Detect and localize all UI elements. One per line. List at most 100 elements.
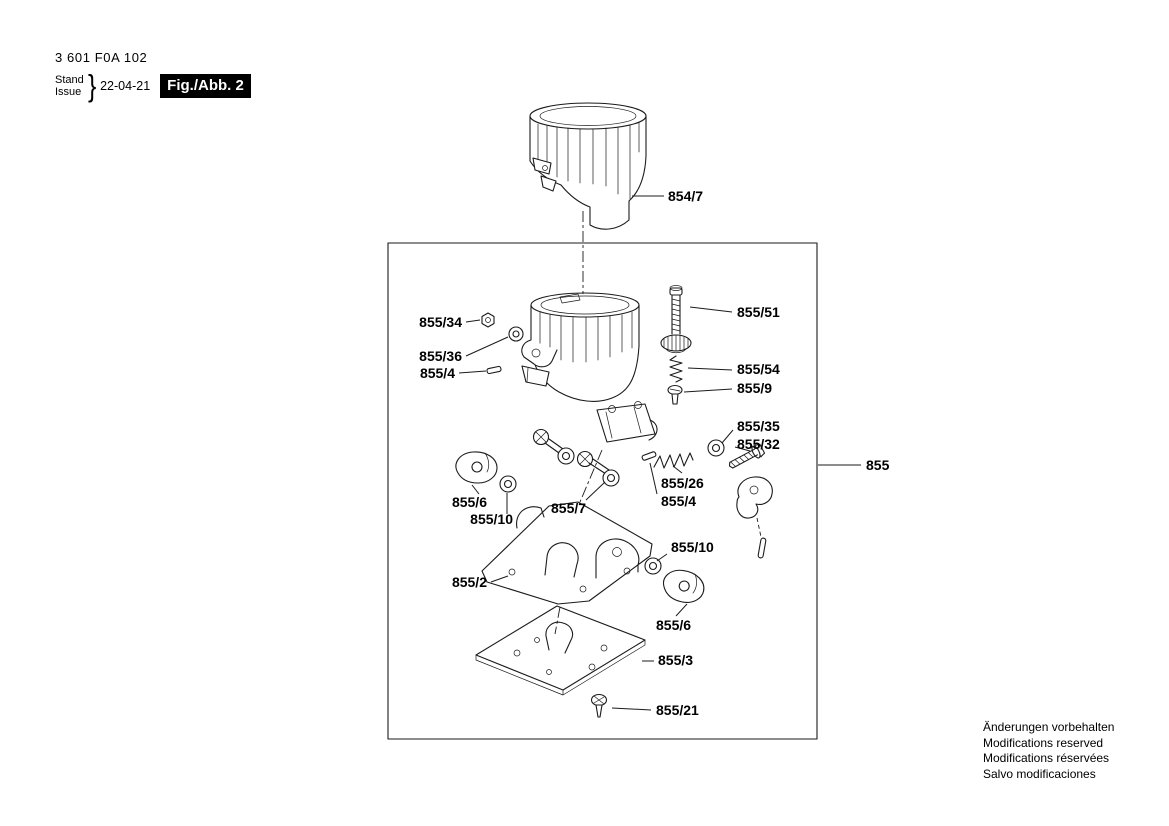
baseplate-hole-d	[588, 663, 596, 671]
clamp-lever-hole	[749, 485, 759, 495]
label-855-21: 855/21	[656, 702, 699, 718]
leader-855-26	[672, 465, 683, 474]
nut-hex	[481, 312, 495, 328]
notice-es: Salvo modificaciones	[983, 766, 1096, 781]
clamp-block-hole-a	[608, 405, 616, 413]
cover-side-walls	[529, 115, 647, 162]
screw-7a-washer	[557, 447, 575, 465]
label-855-36: 855/36	[419, 348, 462, 364]
baseplate-hole-c	[546, 669, 552, 675]
part-cam-855-6-right	[659, 566, 708, 607]
leader-855-9	[683, 388, 733, 393]
housing-ribs	[539, 311, 633, 363]
housing-nut-boss-hole	[531, 348, 541, 358]
diagram-border	[387, 242, 818, 740]
clamp-lever-axis	[756, 517, 762, 538]
leader-855-32	[734, 446, 751, 452]
cover-inner-rim	[539, 106, 637, 126]
screw-7a-shaft	[544, 438, 564, 454]
leader-855-4a	[458, 370, 487, 374]
pin-a-body	[486, 365, 502, 375]
notice-en: Modifications reserved	[983, 735, 1104, 750]
cam-left-shape	[455, 451, 498, 484]
header: 3 601 F0A 102 Stand Issue } 22-04-21 Fig…	[55, 50, 251, 101]
housing-top-rim	[530, 292, 640, 318]
thumbscrew-head	[669, 287, 683, 296]
housing-nut-boss	[521, 339, 558, 368]
part-lever-pin	[757, 537, 767, 559]
label-855-6-right: 855/6	[656, 617, 691, 633]
notice-fr: Modifications réservées	[983, 751, 1110, 765]
leader-855-6-left	[471, 484, 480, 495]
part-thumbscrew-855-51	[660, 285, 692, 354]
part-spring-855-54	[669, 355, 683, 383]
subbase-left-flange	[516, 506, 545, 529]
thumbscrew-threads	[671, 298, 681, 332]
spring-54-coil	[669, 355, 683, 383]
part-bolt-855-32	[728, 443, 766, 469]
part-subbase-855-2	[481, 501, 653, 605]
clamp-block-hook	[648, 419, 658, 441]
cover-ribs	[537, 121, 640, 200]
label-855-51: 855/51	[737, 304, 780, 320]
part-pin-855-4-b	[641, 451, 657, 461]
lever-pin-body	[757, 537, 767, 559]
part-housing-body	[521, 292, 640, 402]
cover-tab-upper	[532, 157, 552, 175]
issue-label: Issue	[55, 86, 82, 98]
leader-855-36	[465, 336, 509, 357]
part-baseplate-855-3	[475, 605, 646, 696]
part-clamp-block	[596, 401, 658, 443]
nut-hole	[485, 317, 491, 323]
subbase-outline	[481, 501, 653, 605]
cover-spout	[560, 155, 647, 230]
baseplate-hole-a	[513, 649, 521, 657]
screw-7a-cross	[535, 431, 547, 443]
part-pin-855-4-a	[486, 365, 502, 375]
part-screw-855-7-a	[532, 428, 575, 465]
leader-855-7	[585, 481, 606, 501]
clamp-block-lines	[605, 406, 642, 439]
label-855-26: 855/26	[661, 475, 704, 491]
housing-pin-boss	[521, 365, 550, 387]
label-855-7: 855/7	[551, 500, 586, 516]
document-part-number: 3 601 F0A 102	[55, 50, 148, 65]
label-855-4a: 855/4	[420, 365, 455, 381]
thumbscrew-head-top	[669, 285, 683, 291]
leader-855-10-right	[656, 553, 668, 562]
part-screw-855-7-b	[576, 450, 620, 487]
issue-row: Stand Issue } 22-04-21 Fig./Abb. 2	[55, 70, 251, 101]
baseplate-thickness	[475, 639, 646, 696]
clamp-block-hole-b	[634, 401, 642, 409]
washer-36-inner	[512, 330, 520, 338]
figure-label: Fig./Abb. 2	[160, 74, 251, 98]
thumbscrew-shaft	[671, 294, 681, 335]
leader-855-35	[721, 429, 734, 444]
part-spring-855-26	[653, 452, 694, 469]
label-854-7: 854/7	[668, 188, 703, 204]
subbase-hole-a	[508, 568, 516, 576]
pin-b-body	[641, 451, 657, 461]
screw-7b-shaft	[588, 458, 610, 475]
screw-9-slot	[669, 388, 681, 392]
notice-de: Änderungen vorbehalten	[983, 720, 1115, 734]
screw-7b-washer	[602, 469, 620, 487]
stand-issue-labels: Stand Issue	[55, 74, 84, 98]
spring-26-coil	[653, 452, 694, 469]
leader-855-54	[687, 367, 733, 371]
part-washer-855-35	[707, 439, 725, 457]
part-washer-855-10-left	[499, 475, 517, 493]
thumbscrew-knob-under	[665, 348, 687, 354]
clamp-lever-body	[736, 476, 773, 519]
bolt-32-shaft	[728, 448, 759, 469]
label-855-6-left: 855/6	[452, 494, 487, 510]
label-855-10-left: 855/10	[470, 511, 513, 527]
bolt-32-threads	[730, 452, 754, 467]
label-855-10-right: 855/10	[671, 539, 714, 555]
label-855-assembly: 855	[866, 457, 890, 473]
label-855-2: 855/2	[452, 574, 487, 590]
screw-7b-cross	[579, 453, 591, 465]
part-nut-855-34	[481, 312, 495, 328]
